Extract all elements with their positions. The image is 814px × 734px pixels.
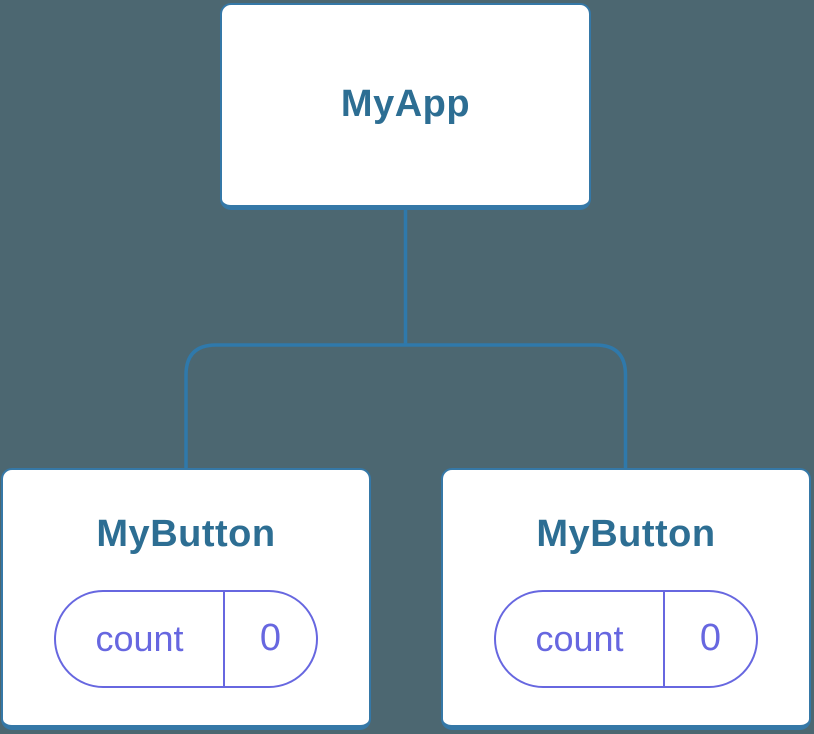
node-mybutton-left: MyButton count 0	[1, 468, 371, 730]
node-title: MyButton	[96, 513, 276, 555]
node-mybutton-right: MyButton count 0	[441, 468, 811, 730]
state-value: 0	[259, 617, 282, 660]
node-title: MyButton	[536, 513, 716, 555]
node-myapp: MyApp	[220, 3, 591, 210]
state-name: count	[56, 591, 225, 686]
connector-bracket	[184, 343, 628, 469]
node-title: MyApp	[340, 83, 471, 126]
state-name: count	[496, 591, 665, 686]
state-value: 0	[699, 617, 722, 660]
state-pill: count 0	[54, 589, 318, 688]
state-pill: count 0	[494, 589, 758, 688]
